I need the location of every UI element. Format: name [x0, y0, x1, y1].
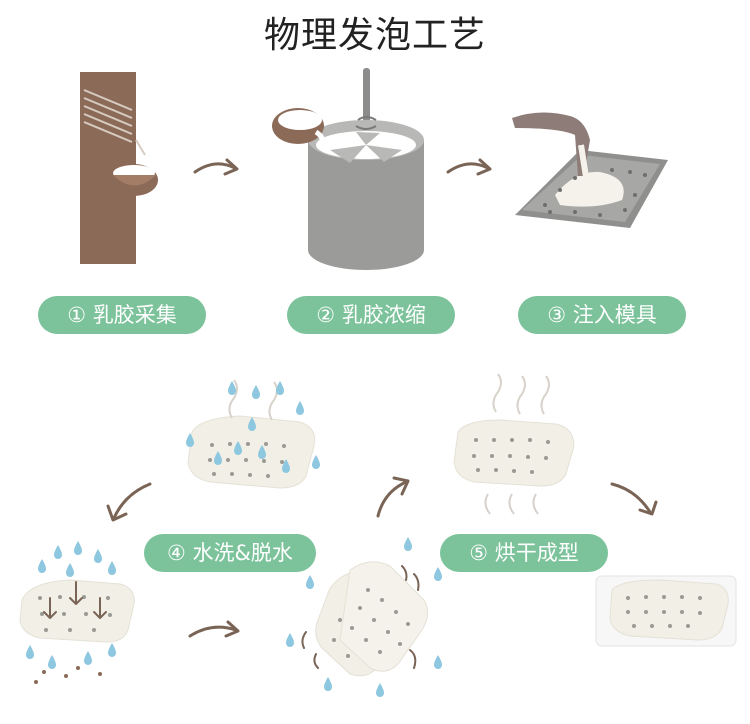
step-4-label: ④ 水洗&脱水 — [144, 534, 316, 572]
spin-dry-illustration — [286, 537, 442, 697]
step-1-label: ① 乳胶采集 — [38, 296, 206, 334]
dewatering-illustration — [19, 541, 135, 684]
arrow-1-icon — [193, 162, 237, 174]
arrow-2-icon — [446, 162, 490, 174]
page-title: 物理发泡工艺 — [263, 15, 486, 56]
arrow-6-icon — [610, 482, 652, 514]
arrow-3-icon — [112, 482, 152, 520]
finished-product-illustration — [595, 575, 737, 647]
drying-illustration — [453, 373, 575, 515]
latex-concentration-illustration — [272, 68, 424, 270]
step-2-label: ② 乳胶浓缩 — [287, 296, 455, 334]
latex-collection-illustration — [80, 72, 158, 264]
arrow-5-icon — [376, 480, 408, 518]
mold-injection-illustration — [512, 112, 668, 228]
arrow-4-icon — [188, 625, 238, 638]
washing-foam-top-illustration — [186, 379, 320, 489]
step-5-label: ⑤ 烘干成型 — [440, 534, 608, 572]
step-3-label: ③ 注入模具 — [518, 296, 686, 334]
